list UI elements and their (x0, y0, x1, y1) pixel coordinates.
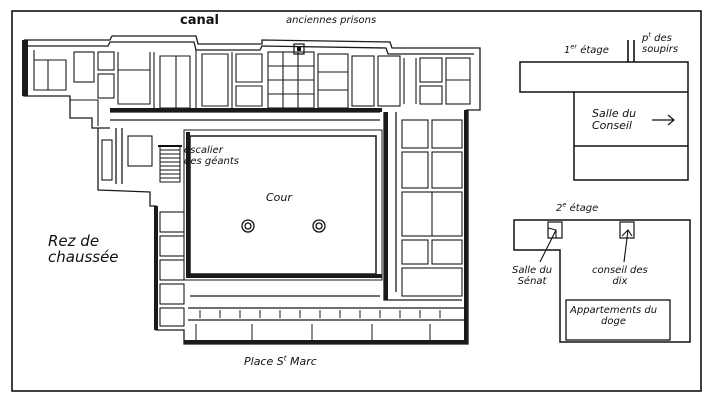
cour-label: Cour (266, 191, 292, 204)
well-heads (241, 219, 326, 233)
east-wing-rooms (401, 119, 463, 297)
second-floor-pointers (539, 227, 633, 263)
south-wing-rooms (195, 310, 441, 340)
first-floor-label: 1er étage (564, 42, 609, 56)
anciennes-prisons-label: anciennes prisons (286, 15, 377, 26)
second-floor-outline (513, 219, 691, 343)
first-floor-outline (519, 61, 689, 181)
canal-label: canal (180, 13, 219, 28)
first-floor-arrow (652, 114, 675, 126)
west-wing-rooms (70, 99, 185, 327)
drawing-frame (11, 10, 702, 392)
place-st-marc-label: Place St Marc (244, 353, 317, 368)
second-floor-schematic (513, 219, 691, 343)
second-floor-label: 2e étage (556, 200, 599, 214)
north-wing-rooms (33, 50, 471, 110)
stairs-symbol (158, 145, 182, 183)
first-floor-schematic (519, 40, 689, 181)
prison-marker (293, 43, 305, 55)
plan-solid-accents (22, 40, 468, 344)
